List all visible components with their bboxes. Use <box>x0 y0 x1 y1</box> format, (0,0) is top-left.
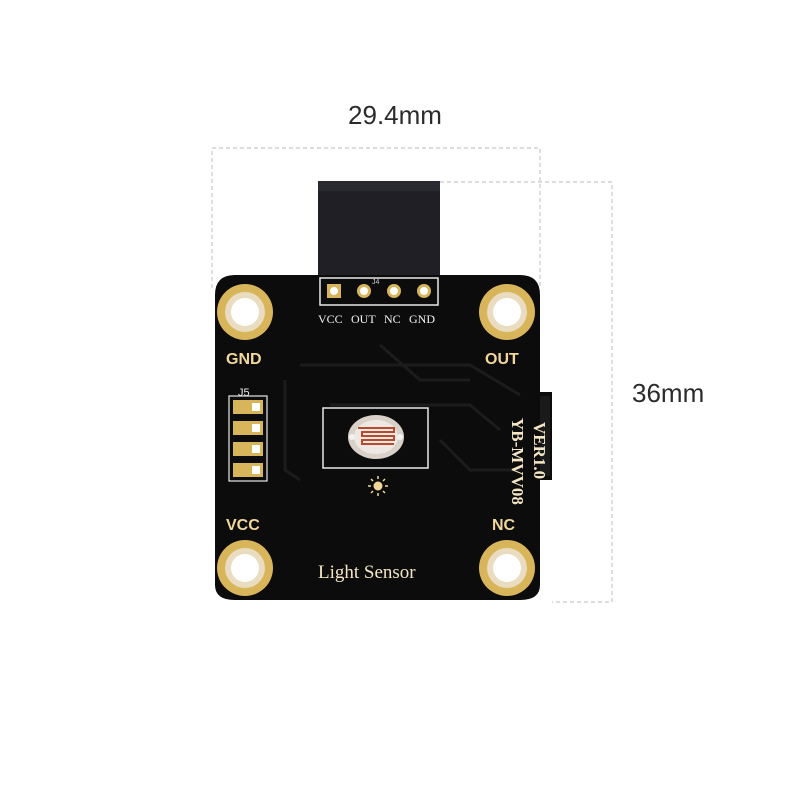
header-connector <box>318 181 440 278</box>
dimension-lines <box>211 147 613 603</box>
corner-label-nc: NC <box>492 517 516 534</box>
sun-icon <box>368 476 388 496</box>
width-dimension-label: 29.4mm <box>348 100 442 130</box>
corner-label-gnd: GND <box>226 351 262 368</box>
side-connector-strip <box>540 396 550 476</box>
header-pads <box>327 284 431 298</box>
pin-label-out: OUT <box>351 312 376 326</box>
header-ref-label: J4 <box>372 279 380 286</box>
mounting-hole-bottom-left <box>217 540 273 596</box>
mounting-hole-top-left <box>217 284 273 340</box>
corner-label-out: OUT <box>485 351 519 368</box>
mounting-hole-bottom-right <box>479 540 535 596</box>
pin-label-nc: NC <box>384 312 401 326</box>
pcb-traces <box>283 343 521 482</box>
model-label: YB-MVV08 <box>508 418 527 505</box>
side-pads <box>228 395 268 482</box>
photoresistor <box>348 415 404 459</box>
side-ref-label: J5 <box>238 387 250 399</box>
mounting-hole-top-right <box>479 284 535 340</box>
pin-label-gnd: GND <box>409 312 435 326</box>
header-outline <box>319 277 439 306</box>
version-label: VER1.0 <box>530 422 549 479</box>
height-dimension-label: 36mm <box>632 378 705 408</box>
sensor-outline <box>322 407 429 469</box>
corner-label-vcc: VCC <box>226 517 260 534</box>
pin-label-vcc: VCC <box>318 312 343 326</box>
board-name-label: Light Sensor <box>318 562 416 583</box>
